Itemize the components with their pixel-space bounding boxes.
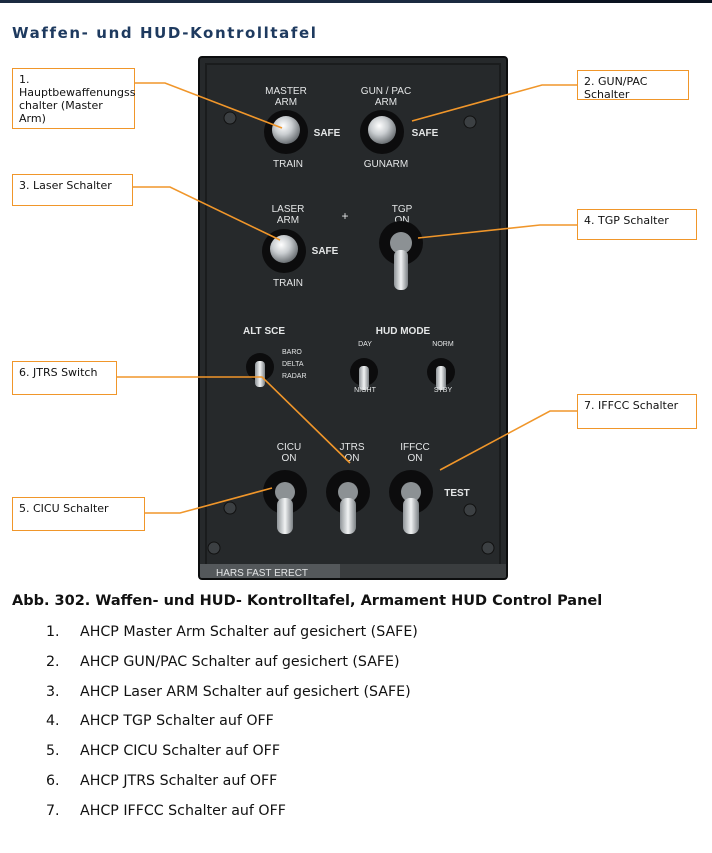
list-item-number: 5. <box>46 743 60 760</box>
list-item-number: 7. <box>46 802 60 819</box>
list-item-text: AHCP GUN/PAC Schalter auf gesichert (SAF… <box>80 653 400 670</box>
screw-icon <box>481 541 495 555</box>
master-train-label: TRAIN <box>273 159 303 170</box>
list-item: 6. AHCP JTRS Schalter auf OFF <box>46 773 418 803</box>
callout-1: 1. Hauptbewaffenungss chalter (Master Ar… <box>12 68 135 129</box>
iffcc-toggle-lever[interactable] <box>403 498 419 534</box>
top-rule <box>0 0 500 3</box>
laser-safe-label: SAFE <box>312 246 339 257</box>
jtrs-switch-collar <box>338 482 358 502</box>
callout-7: 7. IFFCC Schalter <box>577 394 697 429</box>
master-arm-label-2: ARM <box>275 97 297 108</box>
baro-label: BARO <box>282 349 302 356</box>
list-item-number: 2. <box>46 653 60 670</box>
list-item-text: AHCP Master Arm Schalter auf gesichert (… <box>80 624 418 640</box>
gun-pac-label-1: GUN / PAC <box>361 86 411 97</box>
screw-icon <box>223 111 237 125</box>
list-item-text: AHCP JTRS Schalter auf OFF <box>80 772 278 789</box>
jtrs-label-2: ON <box>345 453 360 464</box>
alt-sce-label: ALT SCE <box>243 326 285 337</box>
cicu-toggle-lever[interactable] <box>277 498 293 534</box>
figure-caption: Abb. 302. Waffen- und HUD- Kontrolltafel… <box>12 593 603 609</box>
jtrs-toggle-lever[interactable] <box>340 498 356 534</box>
iffcc-label-1: IFFCC <box>400 442 429 453</box>
laser-arm-label-1: LASER <box>272 204 305 215</box>
screw-icon <box>207 541 221 555</box>
tgp-label-2: ON <box>395 215 410 226</box>
list-item: 1. AHCP Master Arm Schalter auf gesichert… <box>46 624 418 654</box>
cicu-label-2: ON <box>282 453 297 464</box>
list-item-number: 4. <box>46 713 60 730</box>
callout-2: 2. GUN/PAC Schalter <box>577 70 689 101</box>
list-item: 4. AHCP TGP Schalter auf OFF <box>46 713 418 743</box>
bottom-strip-label: HARS FAST ERECT <box>216 568 308 578</box>
master-arm-label-1: MASTER <box>265 86 307 97</box>
list-item: 5. AHCP CICU Schalter auf OFF <box>46 743 418 773</box>
control-panel-drawing: MASTER ARM SAFE TRAIN GUN / PAC ARM SAFE… <box>200 58 506 578</box>
jtrs-label-1: JTRS <box>340 442 365 453</box>
callout-3: 3. Laser Schalter <box>12 174 133 206</box>
master-arm-toggle-icon[interactable] <box>272 116 300 144</box>
laser-arm-label-2: ARM <box>277 215 299 226</box>
control-panel-image: MASTER ARM SAFE TRAIN GUN / PAC ARM SAFE… <box>198 56 508 580</box>
list-item-number: 3. <box>46 683 60 700</box>
callout-5: 5. CICU Schalter <box>12 497 145 531</box>
gun-gunarm-label: GUNARM <box>364 159 408 170</box>
list-item-text: AHCP TGP Schalter auf OFF <box>80 713 274 730</box>
top-rule-dark <box>500 0 712 3</box>
delta-label: DELTA <box>282 361 304 368</box>
section-title: Waffen- und HUD-Kontrolltafel <box>12 24 318 42</box>
tgp-switch-collar <box>390 232 412 254</box>
gun-pac-toggle-icon[interactable] <box>368 116 396 144</box>
cicu-switch-collar <box>275 482 295 502</box>
tgp-label-1: TGP <box>392 204 413 215</box>
master-safe-label: SAFE <box>314 128 341 139</box>
gun-pac-label-2: ARM <box>375 97 397 108</box>
day-night-toggle-lever[interactable] <box>359 366 369 390</box>
iffcc-label-2: ON <box>408 453 423 464</box>
hud-mode-label: HUD MODE <box>376 326 431 337</box>
day-label: DAY <box>358 341 372 348</box>
radar-label: RADAR <box>282 373 307 380</box>
list-item-text: AHCP CICU Schalter auf OFF <box>80 743 280 760</box>
list-item-number: 1. <box>46 624 60 640</box>
norm-stby-toggle-lever[interactable] <box>436 366 446 390</box>
cicu-label-1: CICU <box>277 442 301 453</box>
iffcc-switch-collar <box>401 482 421 502</box>
tgp-toggle-lever[interactable] <box>394 250 408 290</box>
callout-6: 6. JTRS Switch <box>12 361 117 395</box>
laser-train-label: TRAIN <box>273 278 303 289</box>
bottom-strip-plate <box>200 564 340 578</box>
screw-icon <box>463 115 477 129</box>
screw-icon <box>223 501 237 515</box>
laser-toggle-icon[interactable] <box>270 235 298 263</box>
list-item-text: AHCP Laser ARM Schalter auf gesichert (S… <box>80 683 411 700</box>
procedure-list: 1. AHCP Master Arm Schalter auf gesichert… <box>46 624 418 833</box>
callout-4: 4. TGP Schalter <box>577 209 697 240</box>
norm-label: NORM <box>432 341 454 348</box>
test-label: TEST <box>444 488 470 499</box>
list-item: 7. AHCP IFFCC Schalter auf OFF <box>46 803 418 833</box>
gun-safe-label: SAFE <box>412 128 439 139</box>
list-item-text: AHCP IFFCC Schalter auf OFF <box>80 802 286 819</box>
plus-marker: + <box>341 209 348 223</box>
list-item-number: 6. <box>46 772 60 789</box>
night-label: NIGHT <box>354 387 377 394</box>
screw-icon <box>463 503 477 517</box>
list-item: 3. AHCP Laser ARM Schalter auf gesichert … <box>46 684 418 714</box>
alt-sce-toggle-lever[interactable] <box>255 361 265 387</box>
stby-label: STBY <box>434 387 453 394</box>
list-item: 2. AHCP GUN/PAC Schalter auf gesichert (S… <box>46 654 418 684</box>
